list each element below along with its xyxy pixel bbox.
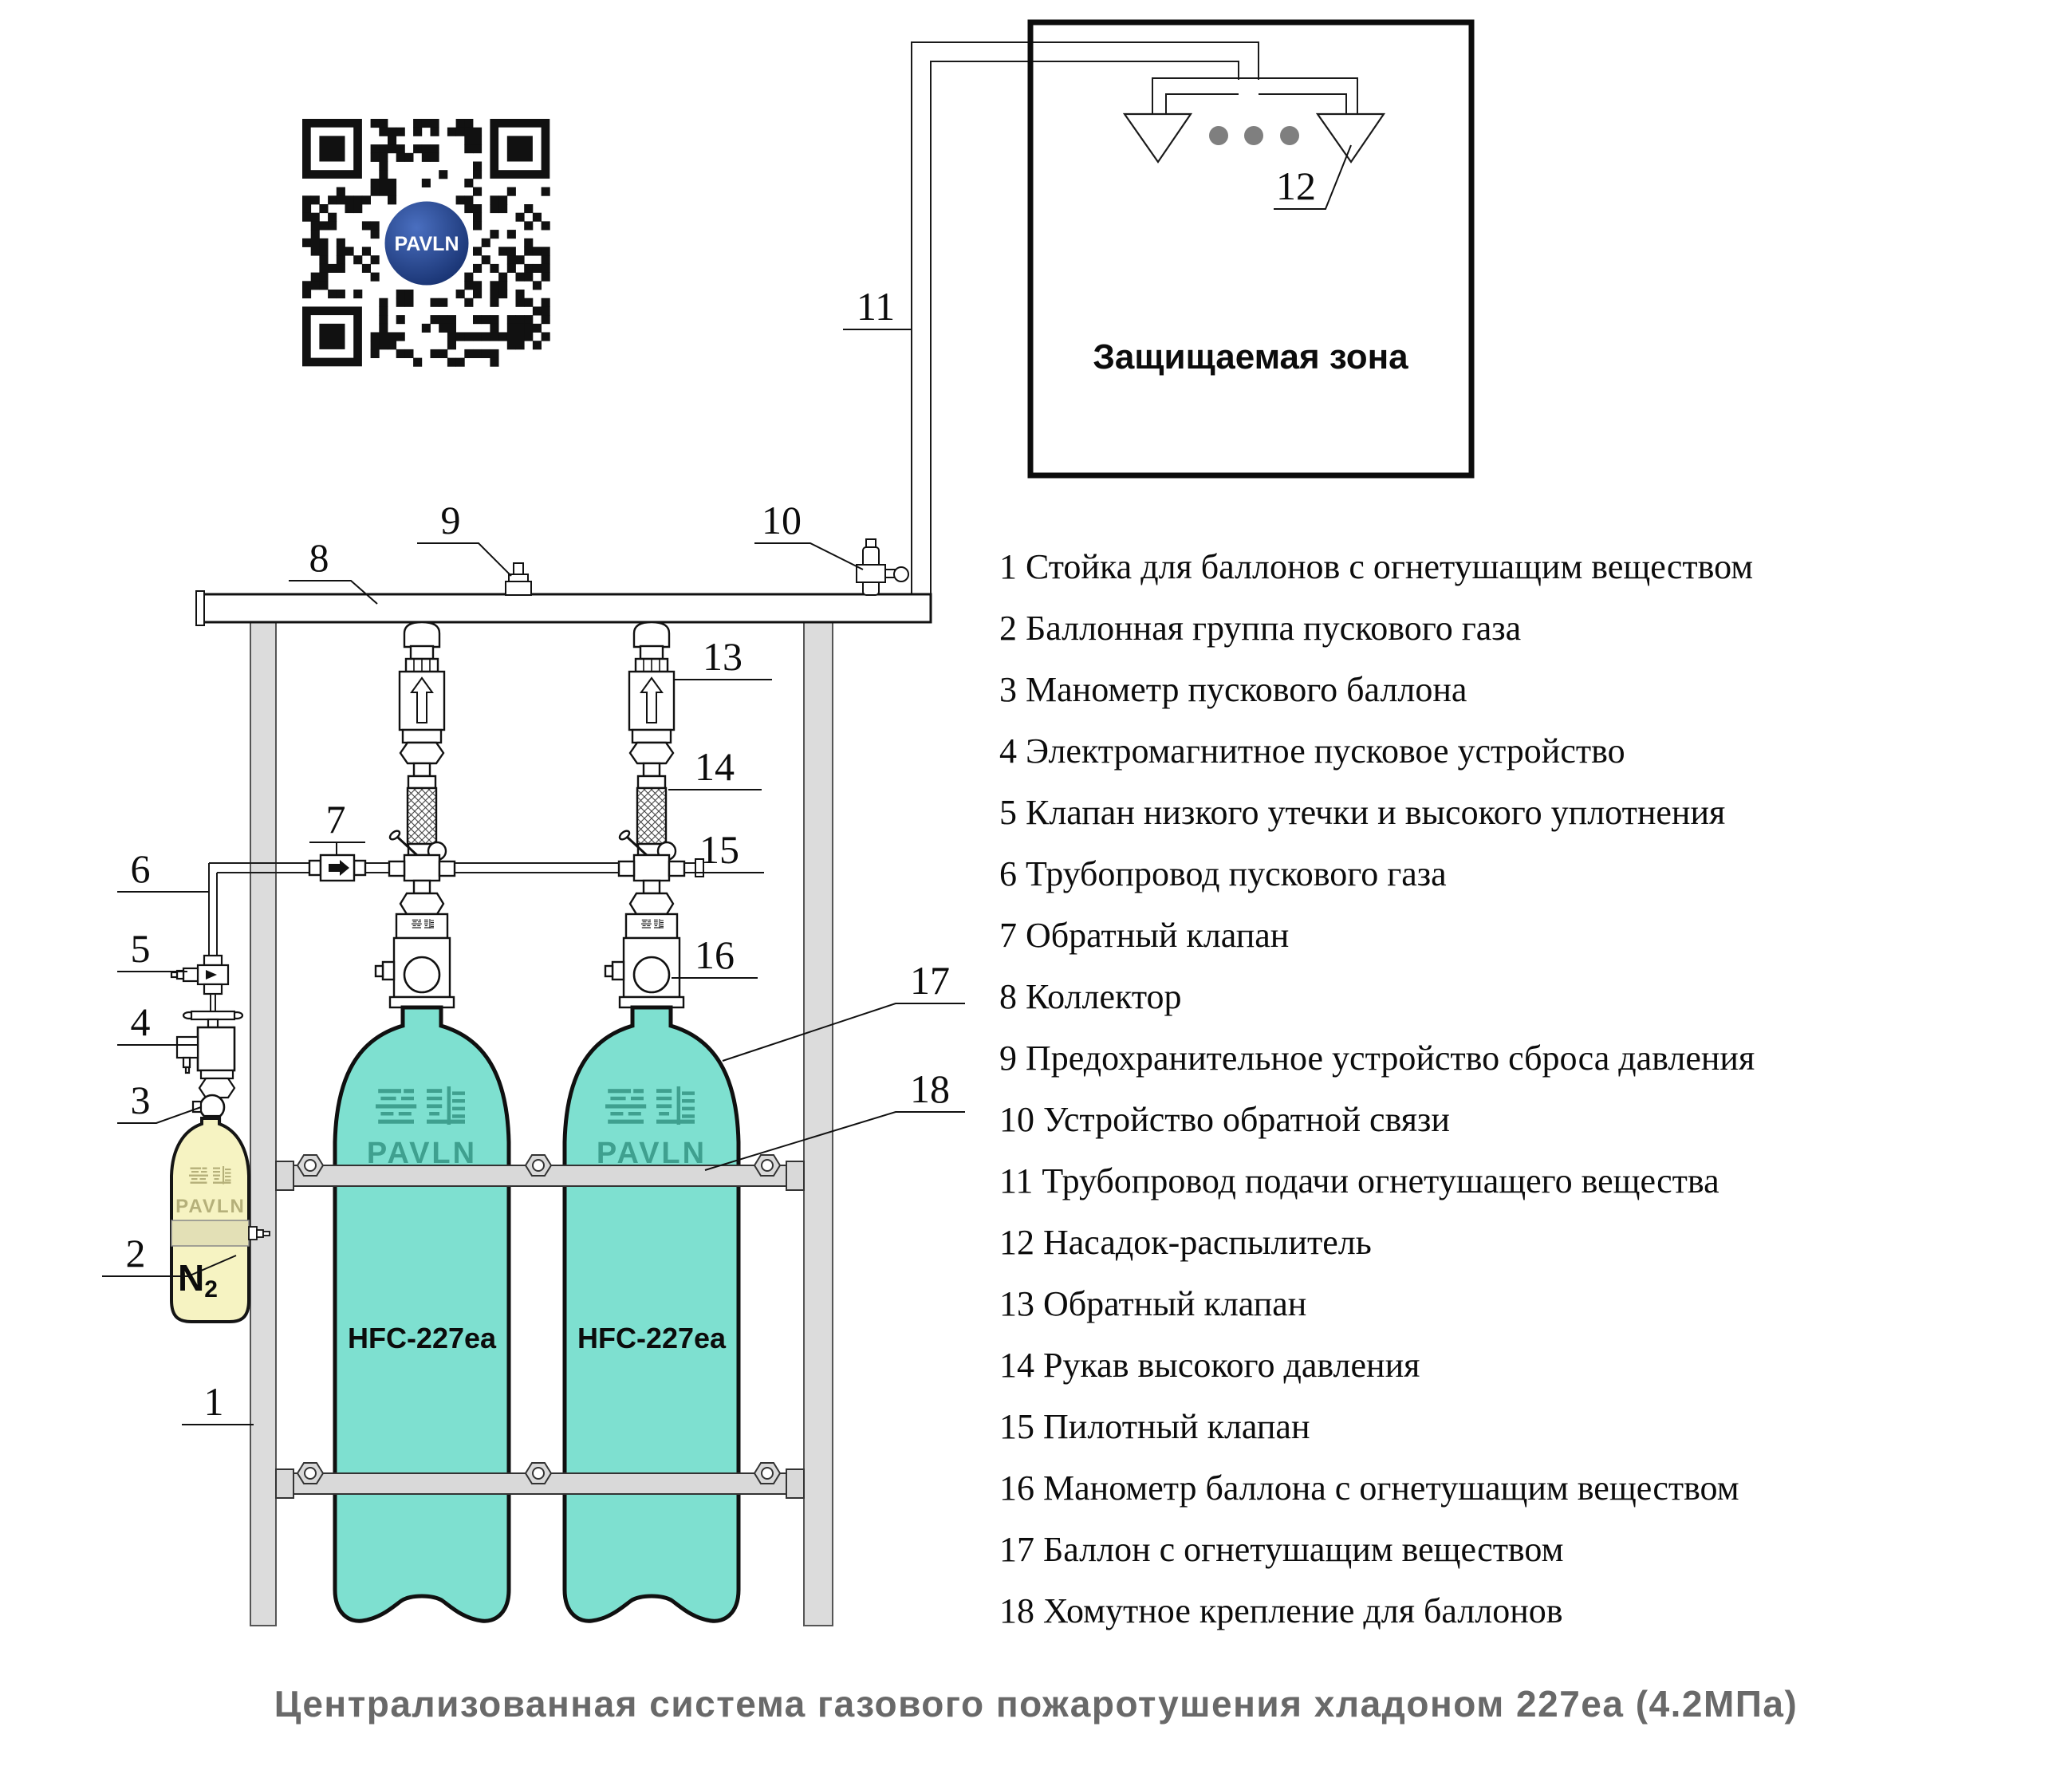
pipe-segment [210, 994, 216, 1011]
n2-gauge-3 [191, 1069, 236, 1124]
callout-number-5: 5 [131, 926, 151, 971]
legend-item: 2 Баллонная группа пускового газа [999, 609, 1521, 648]
spray-nozzles-12 [1122, 112, 1386, 164]
legend-item: 10 Устройство обратной связи [999, 1100, 1450, 1139]
discharge-pipe-11 [911, 41, 1358, 594]
legend-item: 8 Коллектор [999, 977, 1181, 1016]
electromagnetic-actuator-4 [175, 1010, 244, 1074]
legend-item: 4 Электромагнитное пусковое устройство [999, 731, 1625, 771]
legend-item: 1 Стойка для баллонов с огнетушащим веще… [999, 547, 1753, 586]
legend-item: 11 Трубопровод подачи огнетушащего вещес… [999, 1161, 1719, 1200]
diagram-title: Централизованная система газового пожаро… [274, 1683, 1798, 1725]
callout-number-3: 3 [131, 1078, 151, 1122]
leak-seal-valve-5 [170, 954, 230, 995]
nozzle-continuation-dots [1209, 126, 1299, 145]
callout-number-2: 2 [126, 1231, 146, 1275]
callout-number-13: 13 [703, 634, 743, 679]
callout-number-18: 18 [910, 1066, 950, 1111]
legend-item: 5 Клапан низкого утечки и высокого уплот… [999, 793, 1725, 832]
collector-8 [200, 593, 932, 624]
n2-label: N2 [178, 1257, 218, 1303]
callout-leader-lines [102, 144, 1352, 1425]
callout-number-1: 1 [204, 1379, 224, 1424]
legend-item: 18 Хомутное крепление для баллонов [999, 1591, 1563, 1630]
protected-zone-label: Защищаемая зона [1093, 337, 1408, 376]
legend-item: 13 Обратный клапан [999, 1284, 1306, 1323]
pressure-relief-device-9 [505, 562, 532, 596]
protected-zone-box [1027, 19, 1475, 479]
n2-label-band [171, 1220, 250, 1247]
legend-item: 7 Обратный клапан [999, 916, 1289, 955]
n2-brand-latin: PAVLN [175, 1196, 246, 1217]
panlong-chinese-characters-icon [189, 1166, 231, 1185]
qr-logo-text: PAVLN [394, 233, 459, 255]
callout-number-17: 17 [910, 958, 950, 1003]
nozzle-icon [1122, 112, 1193, 164]
starter-gas-pipe-6 [208, 862, 695, 956]
callout-number-10: 10 [762, 498, 802, 542]
panlong-chinese-characters-icon [376, 1086, 465, 1125]
legend-item: 9 Предохранительное устройство сброса да… [999, 1039, 1755, 1078]
legend-item: 17 Баллон с огнетушащим веществом [999, 1530, 1563, 1569]
callout-number-15: 15 [699, 827, 739, 872]
callout-number-14: 14 [695, 744, 735, 789]
nozzle-icon [1315, 112, 1386, 164]
callout-number-16: 16 [695, 932, 735, 977]
callout-number-6: 6 [131, 846, 151, 891]
flow-arrow-icon [329, 860, 349, 876]
callout-number-9: 9 [441, 498, 461, 542]
legend-item: 12 Насадок-распылитель [999, 1223, 1372, 1262]
legend-item: 14 Рукав высокого давления [999, 1346, 1420, 1385]
feedback-device-10 [856, 538, 909, 596]
rack-post-left [250, 621, 277, 1626]
callout-number-7: 7 [326, 797, 346, 842]
legend-item: 6 Трубопровод пускового газа [999, 854, 1447, 893]
legend-list: 1 Стойка для баллонов с огнетушащим веще… [999, 547, 1755, 1630]
agent-label: HFC-227ea [348, 1322, 497, 1354]
check-valve-7 [308, 853, 367, 882]
qr-code [302, 119, 550, 367]
legend-item: 3 Манометр пускового баллона [999, 670, 1467, 709]
collector-end-cap [195, 590, 205, 626]
pipe-end-cap [695, 858, 704, 877]
callout-number-12: 12 [1276, 164, 1316, 208]
panlong-chinese-characters-icon [605, 1086, 695, 1125]
rack-post-right [803, 621, 833, 1626]
valve-plate-glyphs [412, 919, 434, 928]
valve-plate-glyphs [641, 919, 664, 928]
legend-item: 16 Манометр баллона с огнетушащим вещест… [999, 1468, 1739, 1508]
callout-number-4: 4 [131, 999, 151, 1044]
agent-label: HFC-227ea [577, 1322, 727, 1354]
qr-logo: PAVLN [382, 199, 471, 288]
callout-number-11: 11 [857, 284, 895, 329]
n2-band-plug [248, 1226, 270, 1240]
legend-item: 15 Пилотный клапан [999, 1407, 1310, 1446]
callout-number-8: 8 [309, 535, 329, 580]
